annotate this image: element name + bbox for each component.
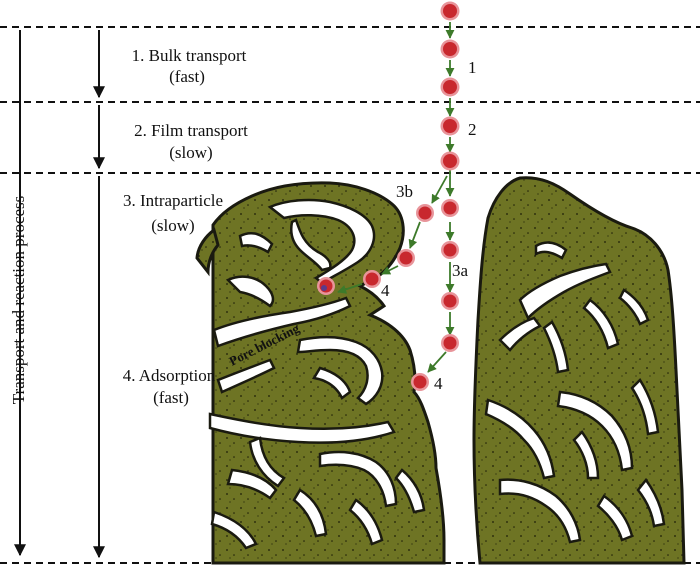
process-axis-label: Transport and reaction process xyxy=(9,196,28,405)
marker-4-left: 4 xyxy=(381,281,390,300)
molecule-3a-3 xyxy=(441,292,459,310)
stage3-name: 3. Intraparticle xyxy=(123,191,223,210)
molecule-3b-3 xyxy=(363,270,381,288)
molecule-bulk-2 xyxy=(440,39,460,59)
particle-left-upper-lobe xyxy=(195,227,220,277)
path-markers: 1 2 3b 3a 4 4 xyxy=(381,58,477,393)
marker-3b: 3b xyxy=(396,182,413,201)
molecules xyxy=(317,1,460,391)
stage1-speed: (fast) xyxy=(169,67,205,86)
stage4-name: 4. Adsorption xyxy=(123,366,216,385)
molecule-3a-4 xyxy=(441,334,459,352)
molecule-bulk-1 xyxy=(440,1,460,21)
molecule-3a-2 xyxy=(441,241,459,259)
porous-particle-left xyxy=(195,181,446,565)
porous-particle-right xyxy=(472,176,686,565)
particle-left-pores xyxy=(208,198,426,550)
molecule-pore-blocked xyxy=(317,277,335,295)
marker-4-right: 4 xyxy=(434,374,443,393)
diffusion-arrows xyxy=(337,22,455,373)
molecule-film-2 xyxy=(440,151,460,171)
stage-labels: 1. Bulk transport (fast) 2. Film transpo… xyxy=(123,46,248,407)
stage1-name: 1. Bulk transport xyxy=(132,46,247,65)
stage2-name: 2. Film transport xyxy=(134,121,248,140)
marker-3a: 3a xyxy=(452,261,469,280)
molecule-adsorbed-right xyxy=(411,373,429,391)
stage3-speed: (slow) xyxy=(151,216,194,235)
molecule-film-1 xyxy=(440,116,460,136)
stage2-speed: (slow) xyxy=(169,143,212,162)
molecule-3b-2 xyxy=(397,249,415,267)
stage4-speed: (fast) xyxy=(153,388,189,407)
marker-1: 1 xyxy=(468,58,477,77)
molecule-bulk-3 xyxy=(440,77,460,97)
marker-2: 2 xyxy=(468,120,477,139)
molecule-3a-1 xyxy=(441,199,459,217)
molecule-3b-1 xyxy=(416,204,434,222)
particle-right-pores xyxy=(484,241,666,544)
